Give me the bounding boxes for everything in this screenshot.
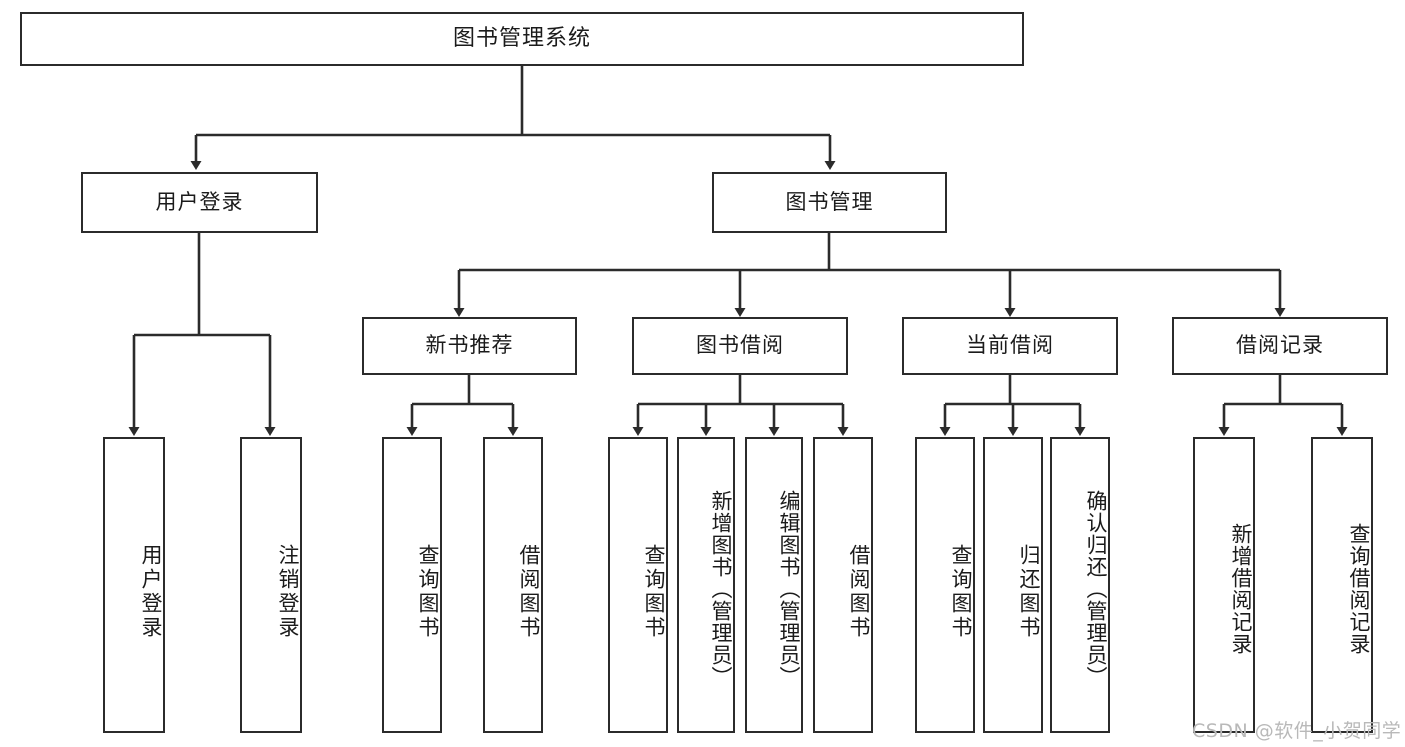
leaf-borrow-book-1[interactable]: 借阅图书 (483, 437, 543, 733)
node-borrow-record[interactable]: 借阅记录 (1172, 317, 1388, 375)
watermark: CSDN @软件_小贺同学 (1192, 720, 1402, 742)
leaf-edit-book[interactable]: 编辑图书（管理员） (745, 437, 803, 733)
leaf-query-record[interactable]: 查询借阅记录 (1311, 437, 1373, 733)
node-book-borrow[interactable]: 图书借阅 (632, 317, 848, 375)
leaf-borrow-book-2[interactable]: 借阅图书 (813, 437, 873, 733)
leaf-user-logout[interactable]: 注销登录 (240, 437, 302, 733)
node-book-manage[interactable]: 图书管理 (712, 172, 947, 233)
leaf-confirm-return[interactable]: 确认归还（管理员） (1050, 437, 1110, 733)
node-new-book-recommend[interactable]: 新书推荐 (362, 317, 577, 375)
node-user-login[interactable]: 用户登录 (81, 172, 318, 233)
node-current-borrow[interactable]: 当前借阅 (902, 317, 1118, 375)
leaf-return-book[interactable]: 归还图书 (983, 437, 1043, 733)
leaf-query-book-1[interactable]: 查询图书 (382, 437, 442, 733)
leaf-query-book-3[interactable]: 查询图书 (915, 437, 975, 733)
leaf-add-record[interactable]: 新增借阅记录 (1193, 437, 1255, 733)
leaf-user-login[interactable]: 用户登录 (103, 437, 165, 733)
node-root-book-management-system[interactable]: 图书管理系统 (20, 12, 1024, 66)
leaf-add-book[interactable]: 新增图书（管理员） (677, 437, 735, 733)
leaf-query-book-2[interactable]: 查询图书 (608, 437, 668, 733)
